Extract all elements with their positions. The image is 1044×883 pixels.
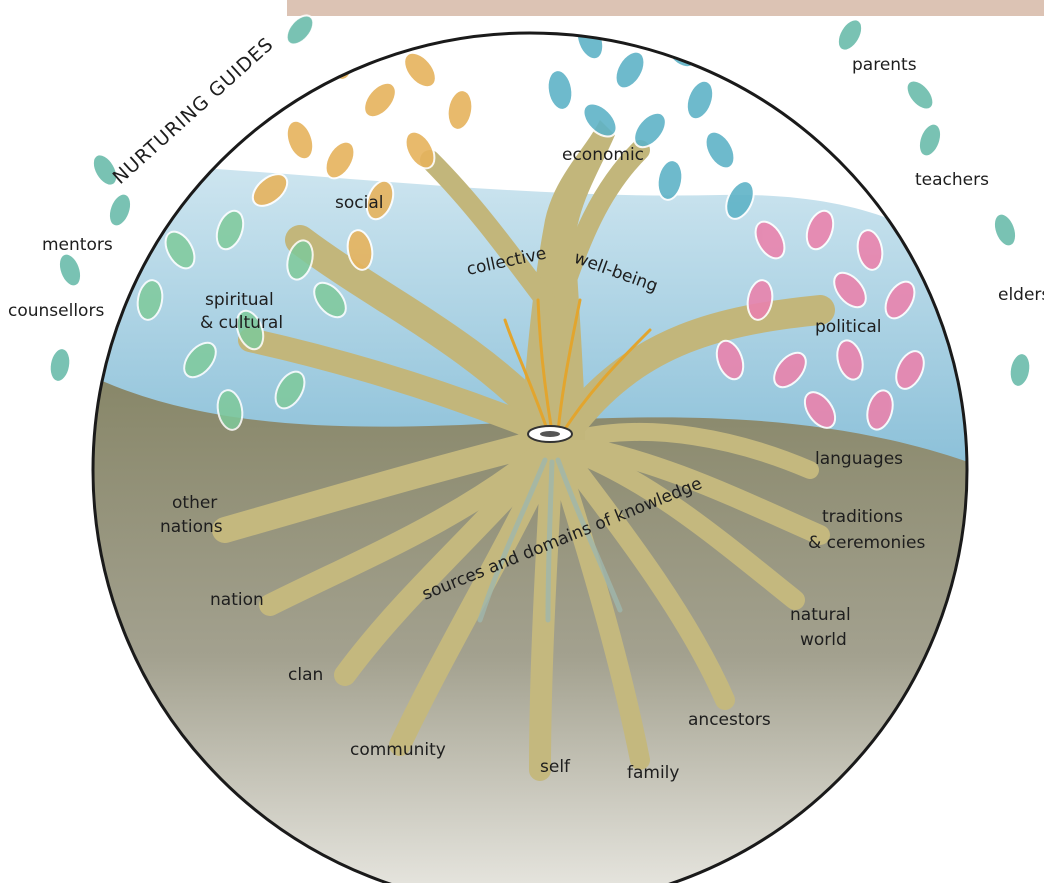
root-natural-world-line2: world: [800, 630, 847, 650]
guide-counsellors: counsellors: [8, 301, 104, 321]
root-languages: languages: [815, 449, 903, 469]
root-ancestors: ancestors: [688, 710, 771, 730]
branch-political: political: [815, 317, 882, 337]
root-nation: nation: [210, 590, 264, 610]
guide-mentors: mentors: [42, 235, 113, 255]
root-traditions-line2: & ceremonies: [808, 533, 925, 553]
guide-teachers: teachers: [915, 170, 989, 190]
root-clan: clan: [288, 665, 323, 685]
branch-spiritual-line1: spiritual: [205, 290, 274, 310]
root-family: family: [627, 763, 679, 783]
root-traditions-line1: traditions: [822, 507, 903, 527]
branch-economic: economic: [562, 145, 644, 165]
branch-social: social: [335, 193, 383, 213]
root-natural-world-line1: natural: [790, 605, 851, 625]
branch-spiritual-line2: & cultural: [200, 313, 283, 333]
root-self: self: [540, 757, 571, 777]
root-other-nations-line2: nations: [160, 517, 223, 537]
root-community: community: [350, 740, 446, 760]
guide-parents: parents: [852, 55, 917, 75]
root-other-nations-line1: other: [172, 493, 217, 513]
guide-elders: elders: [998, 285, 1044, 305]
